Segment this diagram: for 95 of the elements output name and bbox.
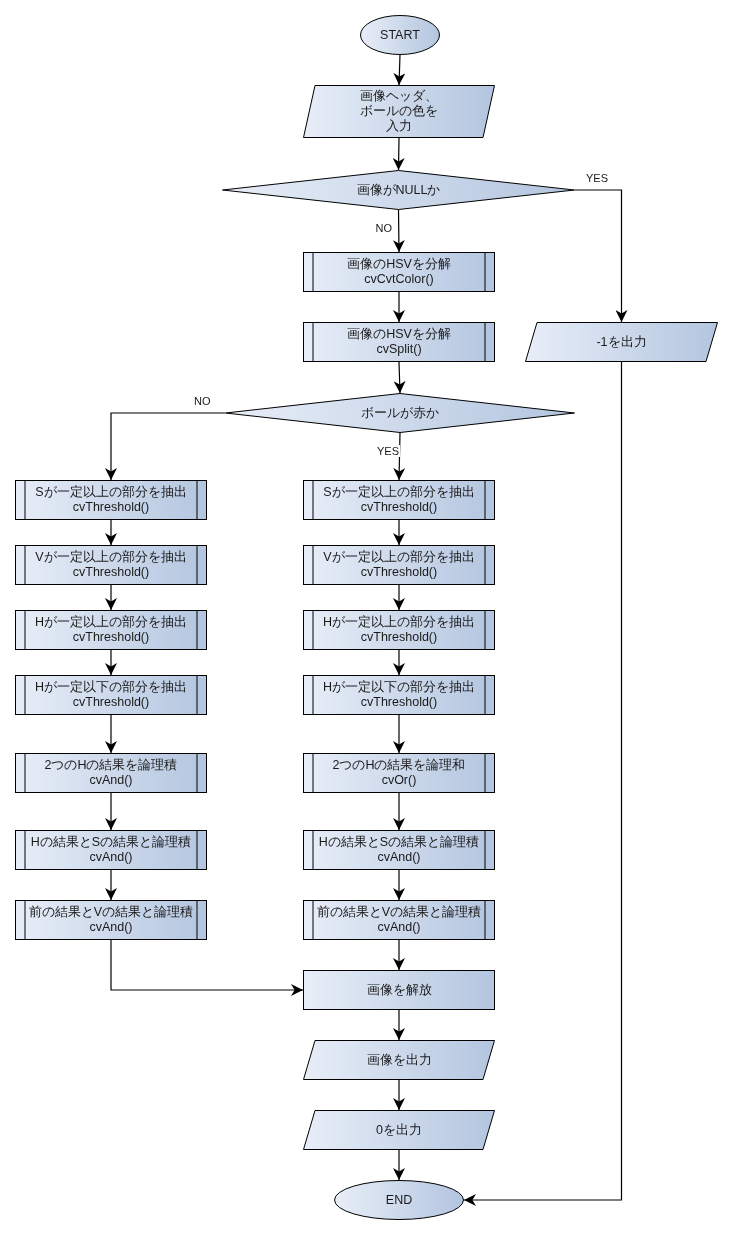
step-label: Hの結果とSの結果と論理積 (318, 835, 480, 850)
step-label: Hが一定以上の部分を抽出 (35, 615, 187, 630)
step-label: 0を出力 (376, 1122, 422, 1138)
io-parallelogram (303, 1040, 495, 1080)
arrow (393, 939, 405, 971)
edge-label: YES (376, 445, 400, 457)
arrow (393, 792, 405, 831)
arrow (393, 714, 405, 754)
subroutine-box (303, 610, 495, 650)
subroutine-box (15, 610, 207, 650)
step-label: cvThreshold() (360, 695, 438, 710)
arrow (105, 412, 226, 481)
step-label: 画像がNULLか (356, 182, 441, 198)
arrow (393, 584, 405, 611)
step-label: cvThreshold() (72, 500, 150, 515)
arrow (463, 361, 623, 1206)
step-label: cvThreshold() (72, 630, 150, 645)
arrow (392, 209, 405, 253)
step-label: END (385, 1192, 413, 1208)
step-label: cvThreshold() (360, 565, 438, 580)
step-label: cvAnd() (377, 850, 421, 865)
step-label: cvCvtColor() (364, 272, 434, 287)
edge-label: NO (193, 395, 212, 407)
subroutine-box (303, 545, 495, 585)
arrow (105, 519, 117, 546)
arrow (393, 361, 406, 394)
subroutine-box (303, 322, 495, 362)
step-label: Vが一定以上の部分を抽出 (35, 550, 187, 565)
subroutine-box (303, 480, 495, 520)
step-label: Hが一定以上の部分を抽出 (323, 615, 475, 630)
subroutine-box (303, 252, 495, 292)
arrow (393, 1079, 405, 1111)
step-label: cvThreshold() (72, 565, 150, 580)
terminal-oval (334, 1180, 464, 1220)
subroutine-box (303, 900, 495, 940)
subroutine-box (303, 830, 495, 870)
step-label: cvAnd() (89, 773, 133, 788)
arrow (393, 291, 405, 323)
step-label: 画像を解放 (366, 982, 432, 998)
step-label: Hが一定以下の部分を抽出 (323, 680, 475, 695)
step-label: cvAnd() (377, 920, 421, 935)
subroutine-box (303, 753, 495, 793)
io-parallelogram (303, 1110, 495, 1150)
subroutine-box (15, 675, 207, 715)
arrow (110, 939, 304, 996)
step-label: START (380, 27, 420, 43)
step-label: 前の結果とVの結果と論理積 (28, 905, 194, 920)
arrow (393, 54, 406, 86)
terminal-oval (360, 15, 440, 55)
arrow (105, 792, 117, 831)
step-label: cvSplit() (376, 342, 422, 357)
step-label: cvThreshold() (360, 500, 438, 515)
step-label: cvOr() (381, 773, 417, 788)
step-label: 2つのHの結果を論理和 (332, 758, 466, 773)
step-label: Hの結果とSの結果と論理積 (30, 835, 192, 850)
arrow (105, 649, 117, 676)
arrow (105, 714, 117, 754)
subroutine-box (15, 900, 207, 940)
arrow (392, 137, 405, 171)
edge-label: YES (585, 172, 609, 184)
io-parallelogram (525, 322, 718, 362)
step-label: cvAnd() (89, 920, 133, 935)
decision-diamond (222, 170, 575, 210)
subroutine-box (15, 480, 207, 520)
step-label: 画像のHSVを分解 (347, 257, 451, 272)
step-label: 2つのHの結果を論理積 (44, 758, 178, 773)
arrow (105, 584, 117, 611)
process-box (303, 970, 495, 1010)
step-label: ボールが赤か (361, 405, 439, 421)
io-parallelogram (303, 85, 495, 138)
step-label: 画像のHSVを分解 (347, 327, 451, 342)
arrow (393, 519, 405, 546)
step-label: 前の結果とVの結果と論理積 (316, 905, 482, 920)
step-label: cvThreshold() (360, 630, 438, 645)
step-label: cvAnd() (89, 850, 133, 865)
subroutine-box (15, 545, 207, 585)
arrow (574, 189, 628, 323)
step-label: -1を出力 (596, 334, 647, 350)
edge-label: NO (374, 222, 393, 234)
step-label: Hが一定以下の部分を抽出 (35, 680, 187, 695)
step-label: 画像を出力 (366, 1052, 432, 1068)
subroutine-box (303, 675, 495, 715)
step-label: Vが一定以上の部分を抽出 (323, 550, 475, 565)
step-label: cvThreshold() (72, 695, 150, 710)
decision-diamond (225, 393, 575, 433)
step-label: Sが一定以上の部分を抽出 (323, 485, 475, 500)
step-label: 画像ヘッダ、ボールの色を入力 (359, 89, 439, 134)
arrow (393, 1149, 405, 1181)
step-label: Sが一定以上の部分を抽出 (35, 485, 187, 500)
subroutine-box (15, 830, 207, 870)
subroutine-box (15, 753, 207, 793)
arrow (393, 1009, 405, 1041)
arrow (105, 869, 117, 901)
arrow (393, 649, 405, 676)
arrow (393, 869, 405, 901)
